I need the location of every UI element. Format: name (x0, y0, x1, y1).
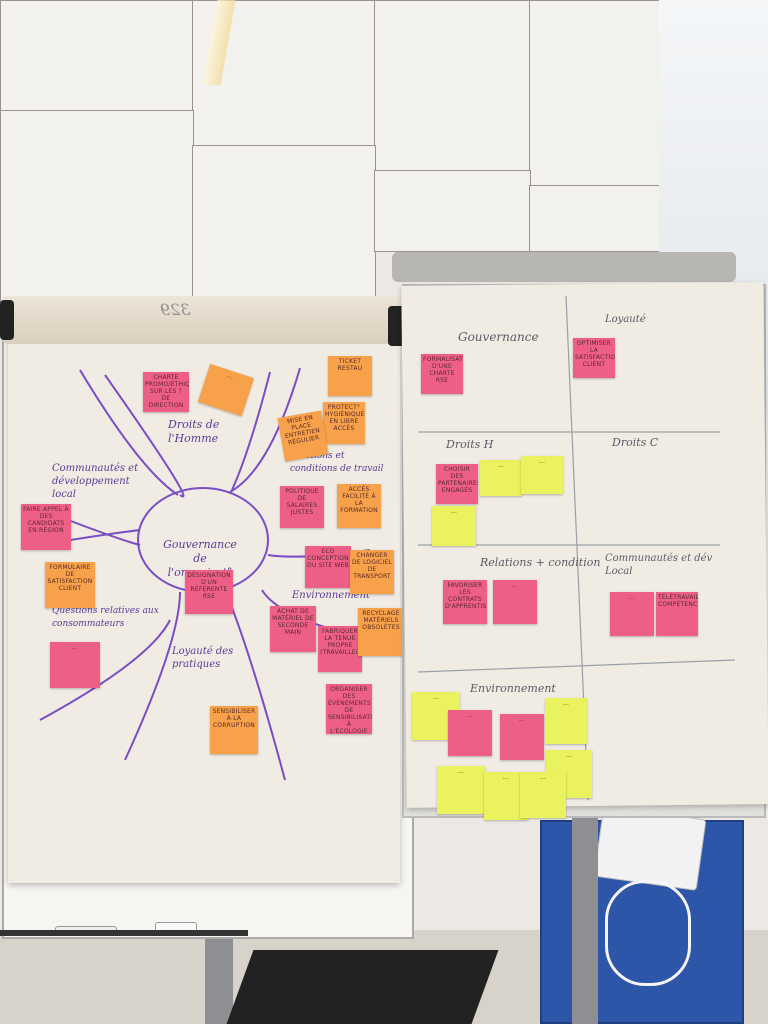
sticky-note: Accès facilité à la formation (337, 484, 381, 528)
label-questions: Questions relatives aux consommateurs (52, 606, 159, 629)
sticky-note: ... (521, 456, 563, 494)
label-droits-homme: Droits de l'Homme (168, 418, 220, 445)
cable (605, 880, 691, 986)
left-stand-pole (205, 930, 233, 1024)
sticky-note: ... (493, 580, 537, 624)
header-environnement: Environnement (470, 682, 556, 695)
sticky-note: Protect° hygiéniques en libre accès (323, 402, 365, 444)
sticky-note: Sensibiliser à la corruption (210, 706, 258, 754)
sticky-note: ... (432, 506, 476, 546)
header-loyaute: Loyauté (605, 314, 646, 325)
sticky-note: ... (545, 698, 587, 744)
sticky-note: Télétravail compétences (656, 592, 698, 636)
sticky-note: Formulaire de satisfaction client (45, 562, 95, 608)
sticky-note: Favoriser les contrats d'apprentissage (443, 580, 487, 624)
sticky-note: Ticket restau (328, 356, 372, 396)
sticky-note: Fabriquer la tenue propre (travailleur) (318, 626, 362, 672)
header-gouvernance: Gouvernance (458, 330, 539, 344)
label-communautes: Communautés et développement local (52, 463, 139, 500)
wall-tile (374, 0, 531, 172)
sticky-note: ... (520, 772, 566, 818)
header-droits-h: Droits H (446, 438, 494, 451)
sticky-note: Désignation d'un référente RSE (185, 570, 233, 614)
sticky-note: ... (610, 592, 654, 636)
paper-roll (2, 296, 404, 344)
sticky-note: Recyclage matériels obsolètes (358, 608, 404, 656)
sticky-note: ... (448, 710, 492, 756)
wall-tile (529, 0, 661, 187)
sticky-note: Politique de salaires justes (280, 486, 324, 528)
header-relations: Relations + condition (480, 556, 601, 569)
label-loyaute: Loyauté des pratiques (172, 646, 234, 670)
wall-tile (0, 110, 194, 302)
label-environnement: Environnement (292, 590, 371, 601)
wall-tile (529, 185, 661, 252)
sticky-note: ... (500, 714, 544, 760)
sticky-note: Organiser des événements de sensibilisat… (326, 684, 372, 734)
label-relations: Relations et conditions de travail (290, 451, 384, 474)
header-communautes: Communautés et dév Local (605, 553, 713, 577)
sticky-note: Optimiser la satisfaction client (573, 338, 615, 378)
wall-tile (192, 145, 376, 302)
header-droits-c: Droits C (612, 436, 659, 449)
sticky-note: Charte promo/ethique sur les ? de direct… (143, 372, 189, 412)
right-stand-pole (572, 805, 598, 1024)
sticky-note: Changer de logiciel de transport (350, 550, 394, 594)
wall-tile (374, 170, 531, 252)
sticky-note: Achat de matériel de seconde main (270, 606, 316, 652)
wall-tile (0, 0, 194, 112)
sticky-note: Formalisation d'une charte RSE (421, 354, 463, 394)
roll-cap-left (0, 300, 14, 340)
sticky-note: Choisir des partenaires engagés (436, 464, 478, 504)
sticky-note: ... (437, 766, 485, 814)
right-board-rail (392, 252, 736, 282)
sticky-note: Faire appel à des candidats en région (21, 504, 71, 550)
sticky-note: ... (480, 460, 522, 496)
sticky-note: ... (50, 642, 100, 688)
sticky-note: Eco conception du site web (305, 546, 351, 588)
marker-tray (0, 930, 248, 936)
